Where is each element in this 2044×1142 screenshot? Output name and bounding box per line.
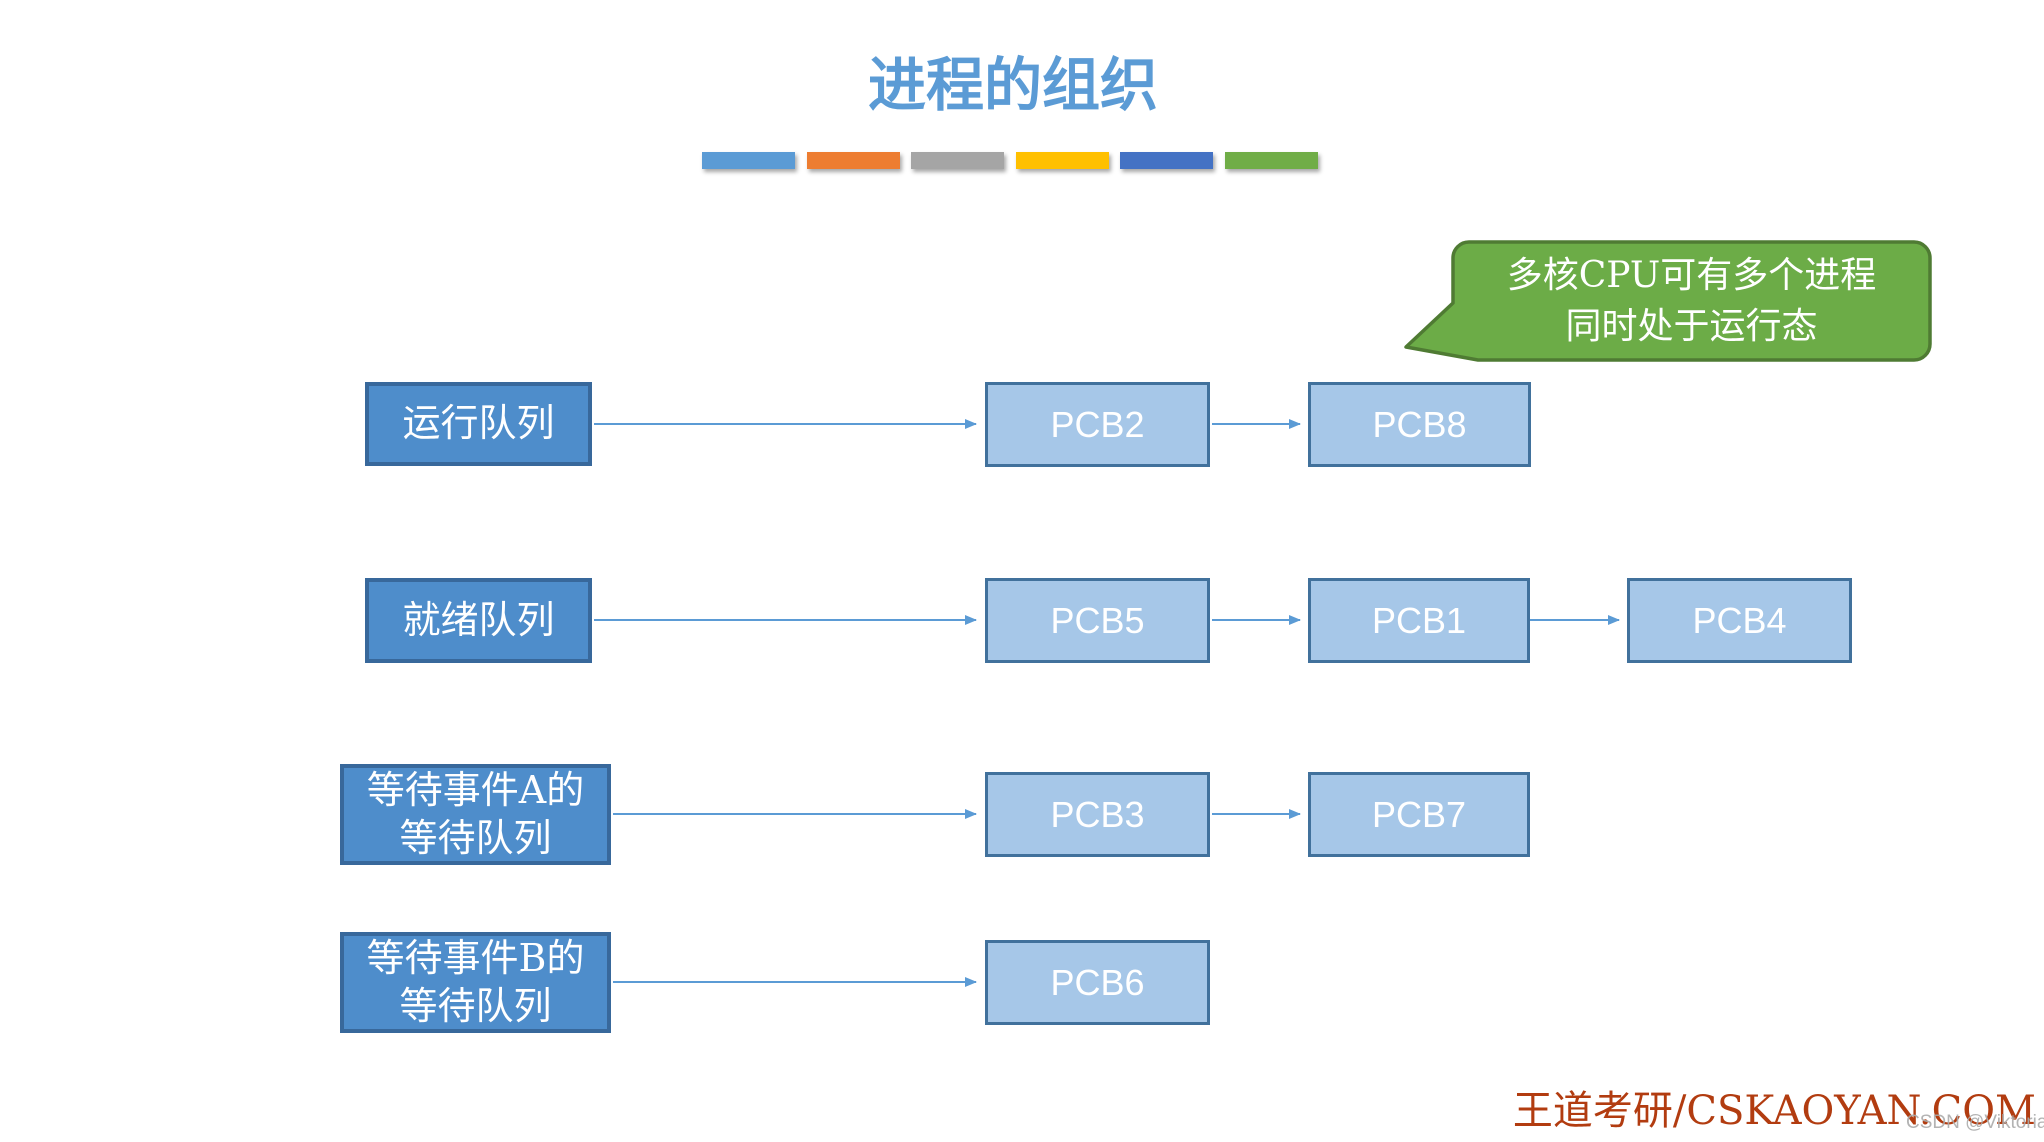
callout-line-1: 多核CPU可有多个进程	[1506, 254, 1877, 296]
queue-box-wait-event-a: 等待事件A的 等待队列	[340, 764, 611, 865]
queue-label: 就绪队列	[402, 597, 555, 642]
pcb-box-pcb4: PCB4	[1627, 578, 1852, 663]
pcb-box-pcb7: PCB7	[1308, 772, 1530, 857]
pcb-label: PCB4	[1692, 599, 1787, 641]
pcb-label: PCB2	[1050, 403, 1145, 445]
accent-bar-5	[1120, 152, 1213, 169]
callout-bubble	[1404, 240, 1932, 362]
queue-label: 等待事件A的	[366, 768, 585, 812]
pcb-box-pcb3: PCB3	[985, 772, 1210, 857]
csdn-watermark: CSDN @Viktoriae	[1906, 1112, 2044, 1133]
accent-bar-1	[702, 152, 795, 169]
queue-label-line2: 等待队列	[399, 815, 552, 860]
pcb-label: PCB1	[1371, 599, 1467, 641]
pcb-label: PCB6	[1050, 961, 1145, 1003]
pcb-box-pcb8: PCB8	[1308, 382, 1531, 467]
queue-box-running: 运行队列	[365, 382, 592, 466]
pcb-label: PCB7	[1371, 793, 1467, 835]
accent-bar-3	[911, 152, 1004, 169]
pcb-label: PCB8	[1372, 403, 1467, 445]
queue-label: 运行队列	[402, 401, 555, 446]
pcb-label: PCB5	[1050, 599, 1145, 641]
queue-label: 等待事件B的	[366, 936, 585, 980]
callout-note: 多核CPU可有多个进程 同时处于运行态	[1453, 242, 1930, 360]
accent-bar-4	[1016, 152, 1109, 169]
pcb-box-pcb6: PCB6	[985, 940, 1210, 1025]
callout-line-2: 同时处于运行态	[1565, 306, 1818, 347]
pcb-box-pcb1: PCB1	[1308, 578, 1530, 663]
accent-bar-2	[807, 152, 900, 169]
queue-box-ready: 就绪队列	[365, 578, 592, 663]
slide-title: 进程的组织	[867, 51, 1158, 119]
pcb-label: PCB3	[1050, 793, 1145, 835]
queue-box-wait-event-b: 等待事件B的 等待队列	[340, 932, 611, 1033]
pcb-box-pcb2: PCB2	[985, 382, 1210, 467]
accent-bar-6	[1225, 152, 1318, 169]
brand-text: 王道考研/CSKAOYAN.COM	[1512, 1088, 2036, 1134]
queue-label-line2: 等待队列	[399, 983, 552, 1028]
pcb-box-pcb5: PCB5	[985, 578, 1210, 663]
